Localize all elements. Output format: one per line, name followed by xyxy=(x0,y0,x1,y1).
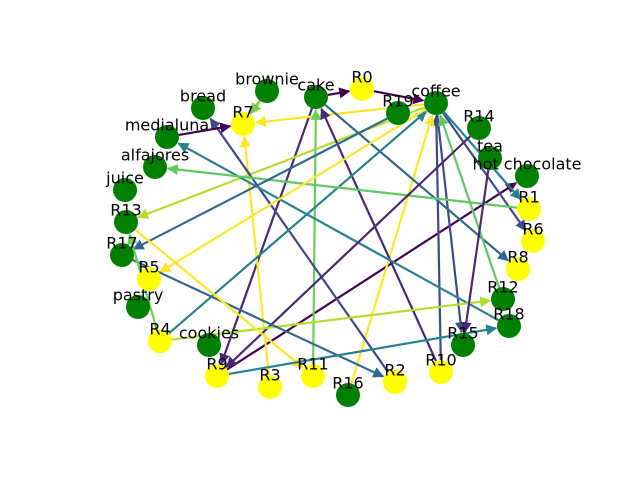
node-R11[interactable] xyxy=(301,364,325,388)
edge-R19-to-R17 xyxy=(132,117,388,251)
node-R2[interactable] xyxy=(383,370,407,394)
node-label-brownie: brownie xyxy=(235,70,299,89)
node-label-alfajores: alfajores xyxy=(121,146,189,165)
edge-cake-to-R0 xyxy=(327,87,351,99)
edge-R9-to-hot_chocolate xyxy=(226,182,518,371)
node-R12[interactable] xyxy=(491,287,515,311)
edge-coffee-to-R15 xyxy=(436,114,466,334)
edge-coffee-to-R5 xyxy=(159,108,427,274)
node-R3[interactable] xyxy=(258,375,282,399)
edge-R1-to-alfajores xyxy=(166,164,518,209)
node-label-R14: R14 xyxy=(463,107,494,126)
node-label-coffee: coffee xyxy=(411,82,460,101)
edge-R10-to-cake xyxy=(320,107,438,362)
node-label-R8: R8 xyxy=(507,248,528,267)
node-R10[interactable] xyxy=(429,360,453,384)
node-label-R18: R18 xyxy=(493,305,524,324)
edge-R0-to-coffee xyxy=(373,90,425,105)
node-juice[interactable] xyxy=(113,178,137,202)
node-R8[interactable] xyxy=(506,257,530,281)
edge-R18-to-medialuna xyxy=(177,142,500,322)
node-cookies[interactable] xyxy=(197,333,221,357)
edge-coffee-to-R13 xyxy=(137,106,426,219)
node-R18[interactable] xyxy=(497,314,521,338)
node-R7[interactable] xyxy=(231,112,255,136)
node-medialuna[interactable] xyxy=(155,125,179,149)
node-label-R11: R11 xyxy=(297,355,328,374)
edge-R2-to-bread xyxy=(209,117,390,373)
edge-R10-to-coffee xyxy=(430,114,442,361)
node-label-R6: R6 xyxy=(522,220,543,239)
node-label-R2: R2 xyxy=(384,361,405,380)
node-R14[interactable] xyxy=(467,116,491,140)
edge-cake-to-R9 xyxy=(219,107,314,365)
node-label-R12: R12 xyxy=(487,278,518,297)
edge-R17-to-R2 xyxy=(132,259,385,378)
node-label-R5: R5 xyxy=(138,258,159,277)
node-layer xyxy=(110,77,545,407)
edge-R11-to-cake xyxy=(310,108,322,365)
node-R19[interactable] xyxy=(386,101,410,125)
node-label-cake: cake xyxy=(297,76,334,95)
node-label-tea: tea xyxy=(477,137,503,156)
node-label-R9: R9 xyxy=(206,355,227,374)
node-R0[interactable] xyxy=(350,77,374,101)
node-brownie[interactable] xyxy=(255,79,279,103)
node-label-R0: R0 xyxy=(351,68,372,87)
edge-layer xyxy=(127,87,527,384)
node-label-R3: R3 xyxy=(259,366,280,385)
edge-R9-to-R18 xyxy=(228,324,498,376)
node-label-R15: R15 xyxy=(447,324,478,343)
node-coffee[interactable] xyxy=(424,91,448,115)
node-label-hot-chocolate: hot chocolate xyxy=(473,155,582,174)
edge-brownie-to-R7 xyxy=(249,100,261,115)
edge-coffee-to-R6 xyxy=(442,112,527,232)
edge-R4-to-R12 xyxy=(171,296,492,341)
edge-tea-to-R15 xyxy=(460,169,490,334)
node-R13[interactable] xyxy=(114,210,138,234)
edge-cake-to-R8 xyxy=(324,103,509,262)
node-label-R19: R19 xyxy=(382,92,413,111)
node-label-R4: R4 xyxy=(149,320,170,339)
node-label-R1: R1 xyxy=(518,188,539,207)
edge-R16-to-coffee xyxy=(350,114,435,384)
node-hot-chocolate[interactable] xyxy=(515,164,539,188)
edge-medialuna-to-R7 xyxy=(178,122,232,137)
node-bread[interactable] xyxy=(191,96,215,120)
node-R1[interactable] xyxy=(517,197,541,221)
node-R4[interactable] xyxy=(148,329,172,353)
node-label-bread: bread xyxy=(180,87,226,106)
node-label-R13: R13 xyxy=(110,201,141,220)
node-label-R7: R7 xyxy=(232,103,253,122)
edge-R13-to-R11 xyxy=(134,228,304,369)
node-label-medialuna: medialuna xyxy=(125,116,209,135)
node-alfajores[interactable] xyxy=(143,155,167,179)
node-cake[interactable] xyxy=(304,85,328,109)
node-label-pastry: pastry xyxy=(113,286,164,305)
node-pastry[interactable] xyxy=(126,295,150,319)
node-label-cookies: cookies xyxy=(179,324,239,343)
node-R16[interactable] xyxy=(336,383,360,407)
node-label-juice: juice xyxy=(105,169,144,188)
node-R17[interactable] xyxy=(110,243,134,267)
node-label-R10: R10 xyxy=(425,351,456,370)
node-R9[interactable] xyxy=(205,364,229,388)
node-label-R16: R16 xyxy=(332,374,363,393)
node-R6[interactable] xyxy=(521,229,545,253)
node-R5[interactable] xyxy=(137,267,161,291)
node-R15[interactable] xyxy=(451,333,475,357)
node-tea[interactable] xyxy=(478,146,502,170)
node-label-R17: R17 xyxy=(106,234,137,253)
